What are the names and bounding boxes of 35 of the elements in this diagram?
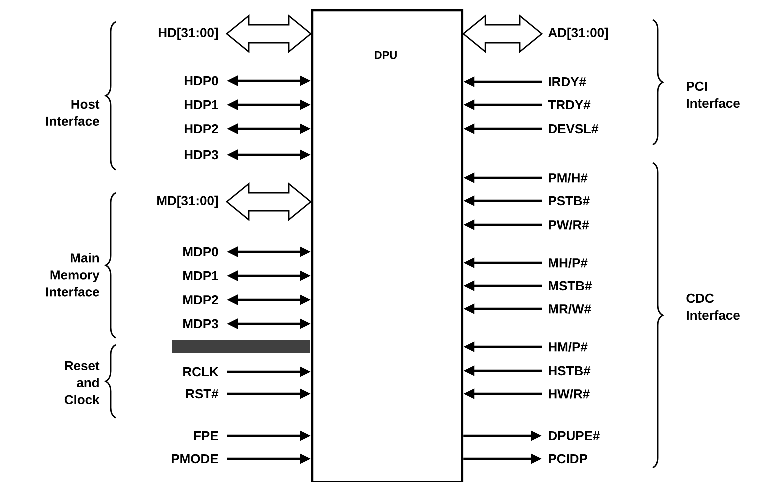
signal-label: MSTB#	[549, 281, 592, 291]
group-label: PCI Interface	[687, 82, 740, 108]
signal-label: HDP2	[185, 124, 218, 134]
dpu-block: DPU	[311, 9, 464, 482]
group-label: CDC Interface	[686, 294, 740, 320]
signal-label: TRDY#	[548, 100, 591, 110]
signal-label: HM/P#	[549, 342, 588, 352]
signal-label: RCLK	[184, 367, 219, 377]
signal-label: PSTB#	[549, 196, 590, 206]
signal-label: MDP3	[184, 319, 218, 329]
signal-label: PCIDP	[549, 454, 588, 464]
signal-label: DPUPE#	[549, 431, 600, 441]
signal-label: FPE	[194, 432, 218, 440]
signal-label: MDP0	[184, 247, 218, 257]
signal-label: PW/R#	[549, 220, 590, 230]
signal-label: MDP1	[184, 272, 218, 280]
group-label: Host Interface	[46, 100, 100, 126]
signal-label: MR/W#	[549, 304, 592, 314]
signal-label: PMODE	[172, 454, 218, 464]
signal-label: PM/H#	[549, 173, 588, 183]
signal-label: HW/R#	[549, 389, 590, 399]
signal-label: RST#	[186, 389, 219, 399]
signal-label: IRDY#	[549, 78, 586, 86]
signal-label: HD[31:00]	[158, 28, 218, 40]
signal-label: HSTB#	[549, 366, 591, 376]
group-label: Main Memory Interface	[46, 253, 100, 297]
signal-label: HDP3	[185, 150, 218, 160]
signal-label: MDP2	[184, 295, 218, 305]
group-label: Reset and Clock	[64, 361, 100, 405]
signal-label: MD[31:00]	[158, 196, 218, 208]
signal-label: AD[31:00]	[548, 28, 608, 40]
signal-label: HDP0	[185, 76, 218, 86]
signal-label: MH/P#	[549, 258, 588, 268]
signal-label: HDP1	[185, 100, 218, 110]
signal-label: DEVSL#	[549, 124, 599, 134]
